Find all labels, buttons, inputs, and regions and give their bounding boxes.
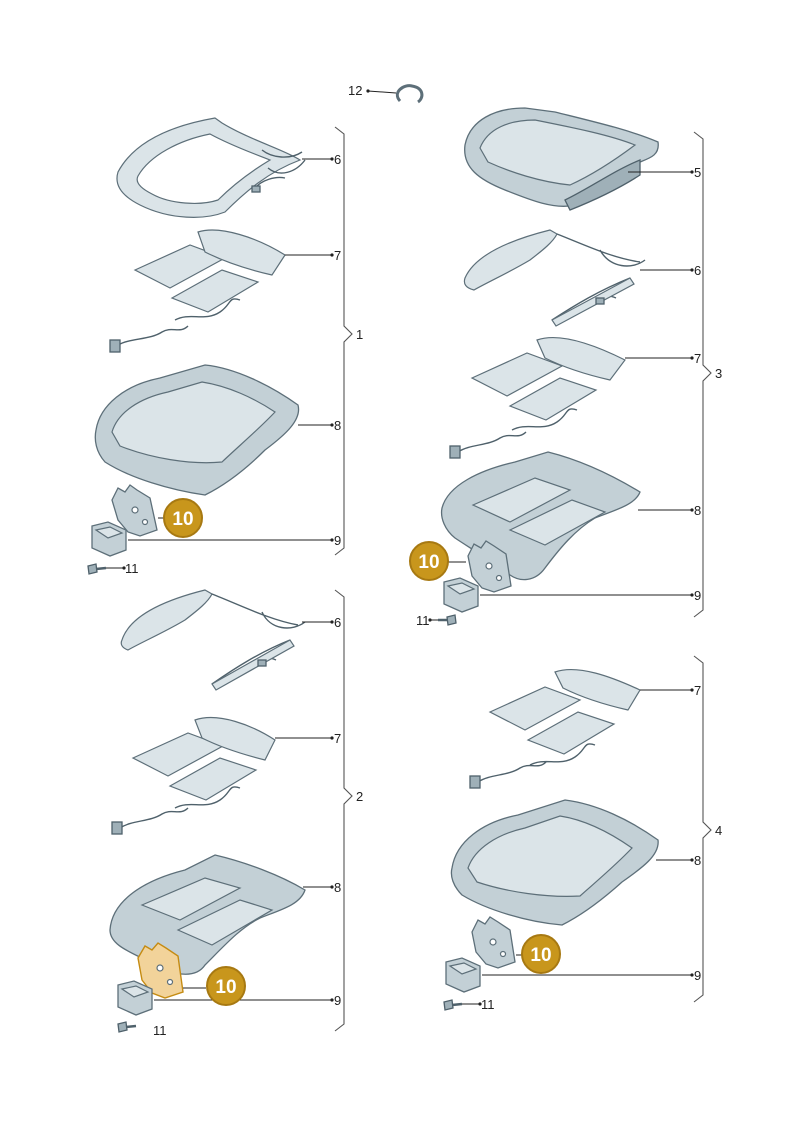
heating-mat-icon: [449, 336, 626, 459]
g2-label-8: 8: [334, 880, 341, 895]
g2-label-11: 11: [153, 1023, 167, 1038]
g3-label-11: 11: [416, 613, 430, 628]
seat-cushion-icon: [464, 107, 659, 211]
g4-badge-label: 10: [530, 945, 551, 966]
g2-label-9: 9: [334, 993, 341, 1008]
bracket-icon: [111, 484, 158, 537]
group-label-4: 4: [715, 823, 722, 838]
heating-mat-icon: [109, 229, 286, 353]
g1-label-6: 6: [334, 152, 341, 167]
seat-frame-icon: [116, 117, 306, 218]
g3-label-8: 8: [694, 503, 701, 518]
g1-badge-label: 10: [172, 509, 193, 530]
retaining-clip-icon: [395, 84, 424, 104]
g1-label-8: 8: [334, 418, 341, 433]
seat-cushion-icon: [450, 799, 659, 926]
group-label-1: 1: [356, 327, 363, 342]
control-unit-icon: [117, 980, 153, 1016]
g4-label-9: 9: [694, 968, 701, 983]
heating-mat-icon: [111, 716, 276, 835]
brace-group-4: [693, 655, 712, 1003]
seat-cover-icon: [120, 589, 306, 691]
screw-icon: [438, 614, 457, 626]
screw-icon: [117, 1021, 137, 1033]
g3-badge-label: 10: [418, 552, 439, 573]
control-unit-icon: [91, 521, 127, 557]
group-label-3: 3: [715, 366, 722, 381]
g3-label-9: 9: [694, 588, 701, 603]
g3-label-6: 6: [694, 263, 701, 278]
g4-badge-10: [521, 934, 561, 974]
g3-label-7: 7: [694, 351, 701, 366]
g2-badge-label: 10: [215, 977, 236, 998]
g4-label-11: 11: [481, 997, 495, 1012]
g2-label-7: 7: [334, 731, 341, 746]
g4-label-8: 8: [694, 853, 701, 868]
g1-label-11: 11: [125, 561, 139, 576]
screw-icon: [87, 563, 107, 575]
bracket-icon: [471, 916, 516, 969]
control-unit-icon: [445, 957, 481, 993]
group-label-2: 2: [356, 789, 363, 804]
brace-group-3: [693, 131, 712, 618]
g3-label-5: 5: [694, 165, 701, 180]
g4-label-7: 7: [694, 683, 701, 698]
seat-frame-icon: [463, 229, 646, 327]
g2-label-6: 6: [334, 615, 341, 630]
seat-cushion-icon: [94, 364, 300, 496]
label-12: 12: [348, 83, 362, 98]
g3-badge-10: [409, 541, 449, 581]
g1-badge-10: [163, 498, 203, 538]
g2-badge-10: [206, 966, 246, 1006]
heating-mat-icon: [469, 668, 641, 789]
screw-icon: [443, 999, 463, 1011]
g1-label-9: 9: [334, 533, 341, 548]
g1-label-7: 7: [334, 248, 341, 263]
control-unit-icon: [443, 577, 479, 613]
bracket-icon: [467, 540, 512, 593]
brace-group-1: [334, 126, 353, 556]
brace-group-2: [334, 589, 353, 1032]
